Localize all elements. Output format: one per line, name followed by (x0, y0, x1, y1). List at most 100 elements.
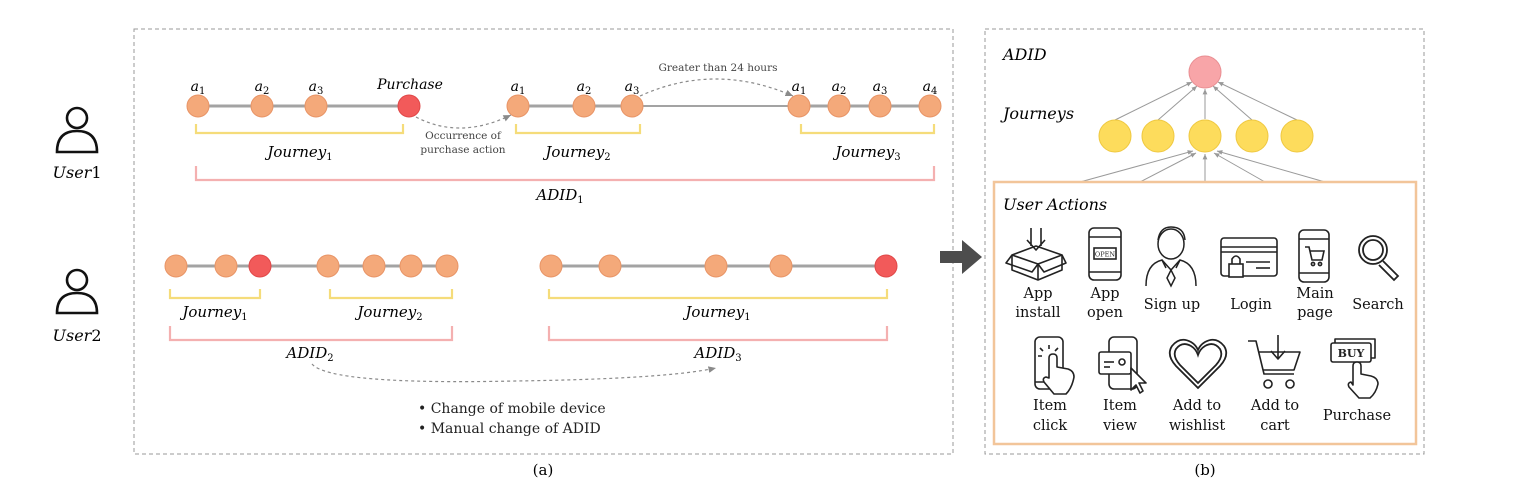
journey-label: Journey1 (179, 303, 247, 323)
gap-annotation: Greater than 24 hours (659, 62, 778, 74)
reason-item: • Manual change of ADID (418, 421, 601, 437)
occurrence-arrow (415, 114, 512, 129)
action-label: Sign up (1144, 297, 1200, 313)
tree-edge (1139, 152, 1197, 183)
occurrence-annotation-line1: Occurrence of (425, 130, 502, 142)
action-node (304, 94, 328, 118)
action-label: Add to (1250, 398, 1299, 414)
login-icon (1220, 237, 1278, 278)
journey-bracket (547, 289, 889, 300)
user2-label: User2 (53, 326, 102, 345)
action-label-a1: a1 (792, 79, 807, 97)
action-label: Search (1352, 297, 1404, 313)
tree-edge (1079, 150, 1194, 183)
user2-avatar-icon (55, 268, 99, 315)
journey-label: Journey1 (264, 143, 332, 163)
journey-bracket (514, 124, 642, 135)
add-to-cart-icon (1248, 335, 1301, 389)
action-label: cart (1260, 418, 1290, 434)
journey-label: Journey2 (354, 303, 422, 323)
action-label-a3: a3 (873, 79, 888, 97)
journey-label: Journey3 (832, 143, 900, 163)
purchase-icon: BUY (1330, 338, 1379, 399)
journeys-heading: Journeys (1000, 104, 1074, 123)
panel-a-frame (133, 28, 954, 455)
user1-avatar-icon (55, 106, 99, 154)
adid-bracket (168, 326, 454, 342)
action-node (186, 94, 210, 118)
action-node (250, 94, 274, 118)
journey-label: Journey1 (682, 303, 750, 323)
user1-label: User1 (53, 163, 102, 182)
action-node (399, 254, 423, 278)
journey-bracket (799, 124, 936, 135)
tree-edge (1213, 152, 1266, 183)
journey-bracket (194, 124, 405, 135)
journey-node (1280, 119, 1314, 153)
action-label: open (1087, 305, 1123, 321)
item-click-icon (1034, 336, 1075, 395)
tree-edge (1114, 81, 1193, 121)
action-label-a4: a4 (923, 79, 938, 97)
action-label: Main (1296, 286, 1333, 302)
journey-label: Journey2 (542, 143, 610, 163)
action-node (918, 94, 942, 118)
panel-b-frame (984, 28, 1425, 455)
action-label-a3: a3 (309, 79, 324, 97)
action-label: Login (1230, 297, 1272, 313)
add-to-wishlist-icon (1168, 338, 1228, 390)
action-label-a3: a3 (625, 79, 640, 97)
action-label-a1: a1 (511, 79, 526, 97)
purchase-node (874, 254, 898, 278)
tree-edge (1216, 150, 1326, 183)
action-node (539, 254, 563, 278)
action-label: install (1015, 305, 1061, 321)
journey-bracket (168, 289, 262, 300)
panel-a-caption: (a) (533, 461, 554, 479)
action-node (704, 254, 728, 278)
action-node (316, 254, 340, 278)
action-node (572, 94, 596, 118)
app-open-icon: OPEN (1088, 227, 1122, 281)
journey-bracket (328, 289, 454, 300)
action-label: Item (1033, 398, 1067, 414)
occurrence-annotation-line2: purchase action (420, 144, 505, 156)
action-node (827, 94, 851, 118)
tree-edge (1217, 81, 1298, 121)
journey-node (1098, 119, 1132, 153)
action-label-a2: a2 (577, 79, 592, 97)
adid-label: ADID1 (534, 186, 583, 206)
action-label: page (1297, 305, 1333, 321)
search-icon (1358, 235, 1400, 282)
action-label: click (1033, 418, 1068, 434)
action-node (787, 94, 811, 118)
tree-edge (1212, 85, 1253, 121)
adid-bracket (194, 166, 936, 182)
user-actions-heading: User Actions (1003, 195, 1107, 214)
journey-node (1141, 119, 1175, 153)
action-label: App (1089, 286, 1119, 302)
adid-node (1188, 55, 1222, 89)
action-node (214, 254, 238, 278)
adid-change-arrow (311, 363, 717, 383)
purchase-node (248, 254, 272, 278)
action-label: Item (1103, 398, 1137, 414)
action-node (164, 254, 188, 278)
item-view-icon (1098, 336, 1147, 394)
action-node (362, 254, 386, 278)
action-label: Purchase (1323, 408, 1391, 424)
journey-node (1188, 119, 1222, 153)
adid-bracket (547, 326, 889, 342)
reason-item: • Change of mobile device (418, 401, 606, 417)
action-node (620, 94, 644, 118)
action-label: wishlist (1169, 418, 1226, 434)
action-node (435, 254, 459, 278)
adid-label: ADID2 (284, 344, 333, 364)
action-label-a1: a1 (191, 79, 206, 97)
user1-action-nodes (186, 94, 942, 118)
main-page-icon (1298, 229, 1330, 283)
action-node (769, 254, 793, 278)
app-install-icon (1005, 228, 1067, 281)
panel-b-caption: (b) (1194, 461, 1215, 479)
